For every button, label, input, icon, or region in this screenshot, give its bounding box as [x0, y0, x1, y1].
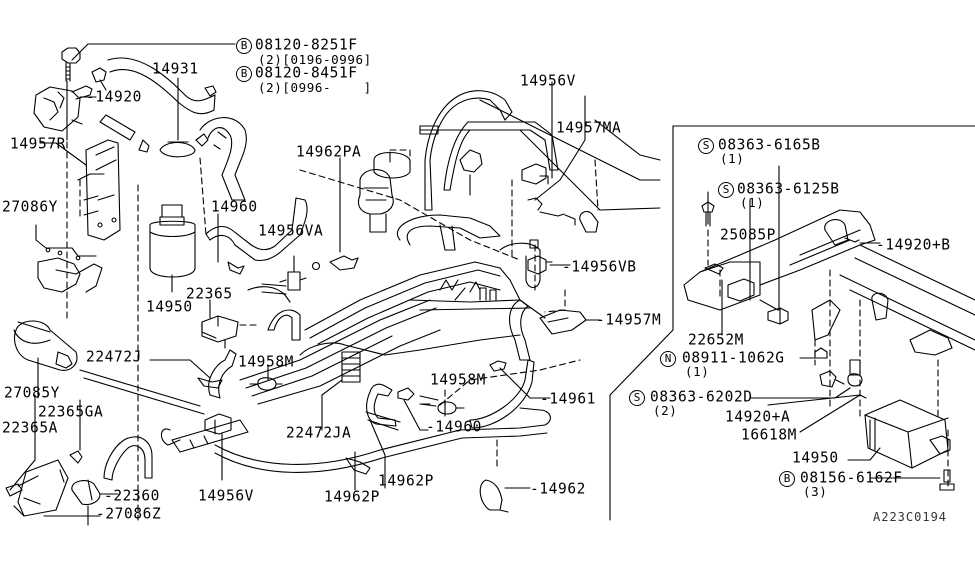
part-note: (2) [653, 403, 678, 418]
bracket-14957R [77, 139, 121, 241]
nut-badge-n: N [660, 351, 676, 367]
valve-assembly-14920 [33, 47, 93, 141]
part-label-14962[interactable]: -14962 [530, 480, 586, 498]
screw-badge-s: S [698, 138, 714, 154]
part-label-14958M[interactable]: 14958M [238, 353, 294, 371]
part-note: (2)[0196-0996] [258, 52, 372, 67]
part-note: (1) [685, 364, 710, 379]
part-label-08363-6202D[interactable]: 08363-6202D [650, 388, 753, 406]
part-label-22365GA[interactable]: 22365GA [38, 403, 104, 421]
screw-badge-s: S [718, 182, 734, 198]
part-label-27085Y[interactable]: 27085Y [4, 384, 60, 402]
part-label-14962PA[interactable]: 14962PA [296, 143, 362, 161]
part-label-14956VA[interactable]: 14956VA [258, 222, 324, 240]
sensor-22365 [201, 299, 239, 349]
bracket-27086Y [35, 224, 103, 293]
part-label-14957R[interactable]: 14957R [10, 135, 66, 153]
part-label-08156-6162F[interactable]: 08156-6162F [800, 469, 903, 487]
part-label-14960[interactable]: 14960 [211, 198, 258, 216]
part-label-14931[interactable]: 14931 [152, 60, 199, 78]
canister-14950-left [149, 204, 196, 293]
part-label-22365[interactable]: 22365 [186, 285, 233, 303]
part-label-08363-6165B[interactable]: 08363-6165B [718, 136, 821, 154]
part-label-16618M[interactable]: 16618M [741, 426, 797, 444]
part-label-14920[interactable]: -14920 [86, 88, 142, 106]
part-label-08363-6125B[interactable]: 08363-6125B [737, 180, 840, 198]
part-label-14920+A[interactable]: 14920+A [725, 408, 791, 426]
bolt-badge-b: B [236, 38, 252, 54]
part-note: (1) [720, 151, 745, 166]
part-label-27086Z[interactable]: -27086Z [96, 505, 162, 523]
part-label-14958M-mid[interactable]: 14958M [430, 371, 486, 389]
diagram-reference-code: A223C0194 [873, 510, 948, 524]
part-label-08120-8451F[interactable]: 08120-8451F [255, 64, 358, 82]
part-label-14956V-top[interactable]: 14956V [520, 72, 576, 90]
part-label-14962P-low[interactable]: 14962P [324, 488, 380, 506]
part-label-14960-bottom[interactable]: -14960 [426, 418, 482, 436]
part-label-22652M[interactable]: 22652M [688, 331, 744, 349]
part-label-22365A[interactable]: 22365A [2, 419, 58, 437]
inset-drawing [683, 165, 975, 491]
part-label-14956VB[interactable]: -14956VB [562, 258, 637, 276]
part-label-14950-inset[interactable]: 14950 [792, 449, 839, 467]
part-label-14956V-bottom[interactable]: 14956V [198, 487, 254, 505]
part-label-14962P-mid[interactable]: 14962P [378, 472, 434, 490]
valve-14956VA [279, 255, 321, 291]
part-label-27086Y[interactable]: 27086Y [2, 198, 58, 216]
inset-frame [609, 125, 975, 521]
part-label-14920+B[interactable]: -14920+B [876, 236, 951, 254]
bolt-badge-b: B [779, 471, 795, 487]
part-label-08120-8251F[interactable]: 08120-8251F [255, 36, 358, 54]
canister-27085Y [13, 320, 78, 399]
part-note: (2)[0996- ] [258, 80, 372, 95]
part-label-14957M[interactable]: -14957M [596, 311, 662, 329]
part-note: (1) [740, 195, 765, 210]
part-label-22472JA[interactable]: 22472JA [286, 424, 352, 442]
part-label-22472J[interactable]: 22472J [86, 348, 142, 366]
screw-badge-s: S [629, 390, 645, 406]
part-note: (3) [803, 484, 828, 499]
part-label-14961[interactable]: -14961 [540, 390, 596, 408]
part-label-25085P[interactable]: 25085P [720, 226, 776, 244]
bolt-badge-b: B [236, 66, 252, 82]
part-label-14957MA[interactable]: 14957MA [556, 119, 622, 137]
part-label-14950[interactable]: 14950 [146, 298, 193, 316]
part-label-08911-1062G[interactable]: 08911-1062G [682, 349, 785, 367]
part-label-22360[interactable]: -22360 [104, 487, 160, 505]
